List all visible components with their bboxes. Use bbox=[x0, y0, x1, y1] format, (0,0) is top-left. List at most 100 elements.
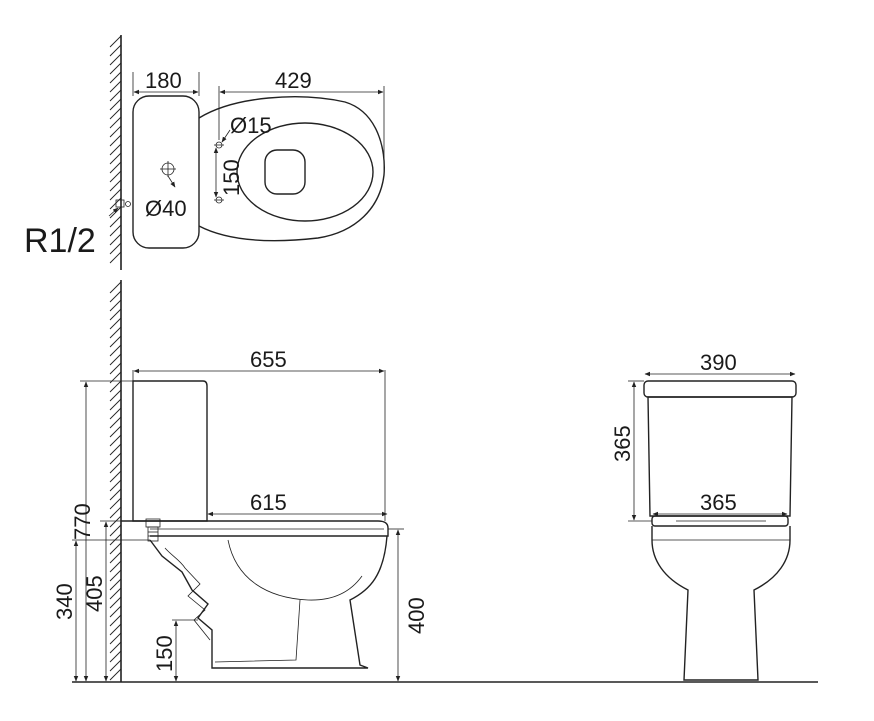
dim-340 bbox=[72, 539, 150, 682]
top-tank bbox=[132, 95, 200, 249]
wall-hatch-line bbox=[109, 389, 122, 402]
wall-hatch-line bbox=[109, 461, 122, 474]
wall-hatch-line bbox=[109, 569, 122, 582]
dim-405 bbox=[100, 520, 121, 682]
wall-hatch-line bbox=[109, 344, 122, 357]
wall-hatch-line bbox=[109, 188, 122, 201]
wall-hatch-line bbox=[109, 515, 122, 528]
wall-hatch-line bbox=[109, 161, 122, 174]
wall-hatch-line bbox=[109, 290, 122, 303]
label-water-inlet: R1/2 bbox=[24, 222, 96, 260]
dim-150-outlet bbox=[172, 619, 198, 682]
label-655: 655 bbox=[250, 347, 287, 372]
wall-hatch-line bbox=[109, 632, 122, 645]
side-tank bbox=[132, 380, 208, 522]
wall-hatch-line bbox=[109, 434, 122, 447]
side-trap bbox=[227, 539, 363, 601]
wall-hatch-line bbox=[109, 152, 122, 165]
wall-hatch-line bbox=[109, 452, 122, 465]
wall-hatch-line bbox=[109, 470, 122, 483]
label-180: 180 bbox=[145, 68, 182, 93]
wall-hatch-line bbox=[109, 641, 122, 654]
front-view: 390 365 365 bbox=[610, 350, 797, 681]
wall-hatch-line bbox=[109, 299, 122, 312]
wall-hatch-line bbox=[109, 170, 122, 183]
wall-hatch-line bbox=[109, 353, 122, 366]
wall-hatch-line bbox=[109, 224, 122, 237]
label-365-height: 365 bbox=[610, 425, 635, 462]
top-drain bbox=[264, 149, 306, 195]
label-770: 770 bbox=[70, 503, 95, 540]
wall-hatch-line bbox=[109, 425, 122, 438]
wall-hatch-line bbox=[109, 116, 122, 129]
wall-hatch-line bbox=[109, 605, 122, 618]
front-tank-lid bbox=[643, 380, 797, 398]
dim-655 bbox=[132, 368, 386, 521]
wall-hatch-line bbox=[109, 551, 122, 564]
wall-hatch-line bbox=[109, 560, 122, 573]
label-inlet-dia: Ø40 bbox=[145, 196, 187, 221]
side-view: 655 615 770 405 340 150 400 bbox=[52, 347, 429, 682]
side-seat bbox=[121, 520, 389, 537]
label-405: 405 bbox=[82, 575, 107, 612]
label-400: 400 bbox=[404, 597, 429, 634]
water-inlet-fitting bbox=[108, 199, 131, 217]
top-view: 180 429 Ø15 150 Ø40 R1/2 bbox=[24, 68, 385, 260]
label-390: 390 bbox=[700, 350, 737, 375]
wall-hatch-line bbox=[109, 242, 122, 255]
front-tank-body bbox=[647, 396, 793, 517]
dim-180 bbox=[132, 72, 200, 96]
label-150-outlet: 150 bbox=[152, 635, 177, 672]
wall-hatch-line bbox=[109, 143, 122, 156]
top-bowl-inner bbox=[236, 122, 374, 222]
wall-hatch-line bbox=[109, 362, 122, 375]
wall-hatch-line bbox=[109, 62, 122, 75]
side-inlet-valve bbox=[145, 518, 161, 542]
wall-hatch-line bbox=[109, 179, 122, 192]
wall-hatch-line bbox=[109, 623, 122, 636]
dim-365-height bbox=[628, 380, 652, 522]
wall-hatch-line bbox=[109, 215, 122, 228]
wall-hatch-line bbox=[109, 251, 122, 264]
label-bolt-spacing: 150 bbox=[219, 159, 244, 196]
dim-770 bbox=[80, 380, 133, 682]
wall-hatch-line bbox=[109, 125, 122, 138]
wall-hatch-line bbox=[109, 326, 122, 339]
wall-hatch-line bbox=[109, 542, 122, 555]
wall-hatch-line bbox=[109, 488, 122, 501]
wall-hatch-line bbox=[109, 89, 122, 102]
wall-hatch-line bbox=[109, 281, 122, 294]
wall-hatch-line bbox=[109, 443, 122, 456]
wall-hatch-line bbox=[109, 71, 122, 84]
label-340: 340 bbox=[52, 583, 77, 620]
wall-hatch-line bbox=[109, 596, 122, 609]
wall-hatch-line bbox=[109, 578, 122, 591]
wall-hatch-line bbox=[109, 107, 122, 120]
wall-hatch-line bbox=[109, 317, 122, 330]
front-bowl bbox=[651, 526, 791, 681]
wall-hatch-line bbox=[109, 44, 122, 57]
wall-hatch-line bbox=[109, 35, 122, 48]
wall-side-view bbox=[109, 280, 122, 682]
top-inlet-mark bbox=[160, 161, 176, 188]
label-429: 429 bbox=[275, 68, 312, 93]
wall-hatch-line bbox=[109, 98, 122, 111]
dim-400 bbox=[388, 528, 404, 682]
wall-hatch-line bbox=[109, 533, 122, 546]
wall-hatch-line bbox=[109, 134, 122, 147]
wall-hatch-line bbox=[109, 479, 122, 492]
wall-hatch-line bbox=[109, 335, 122, 348]
wall-hatch-line bbox=[109, 668, 122, 681]
wall-hatch-line bbox=[109, 233, 122, 246]
wall-hatch-line bbox=[109, 659, 122, 672]
dim-429 bbox=[218, 86, 385, 170]
wall-hatch-line bbox=[109, 587, 122, 600]
wall-hatch-line bbox=[109, 407, 122, 420]
wall-hatch-line bbox=[109, 53, 122, 66]
side-bowl-body bbox=[149, 535, 388, 669]
wall-hatch-line bbox=[109, 80, 122, 93]
wall-hatch-line bbox=[109, 380, 122, 393]
wall-hatch-line bbox=[109, 650, 122, 663]
wall-hatch-line bbox=[109, 497, 122, 510]
